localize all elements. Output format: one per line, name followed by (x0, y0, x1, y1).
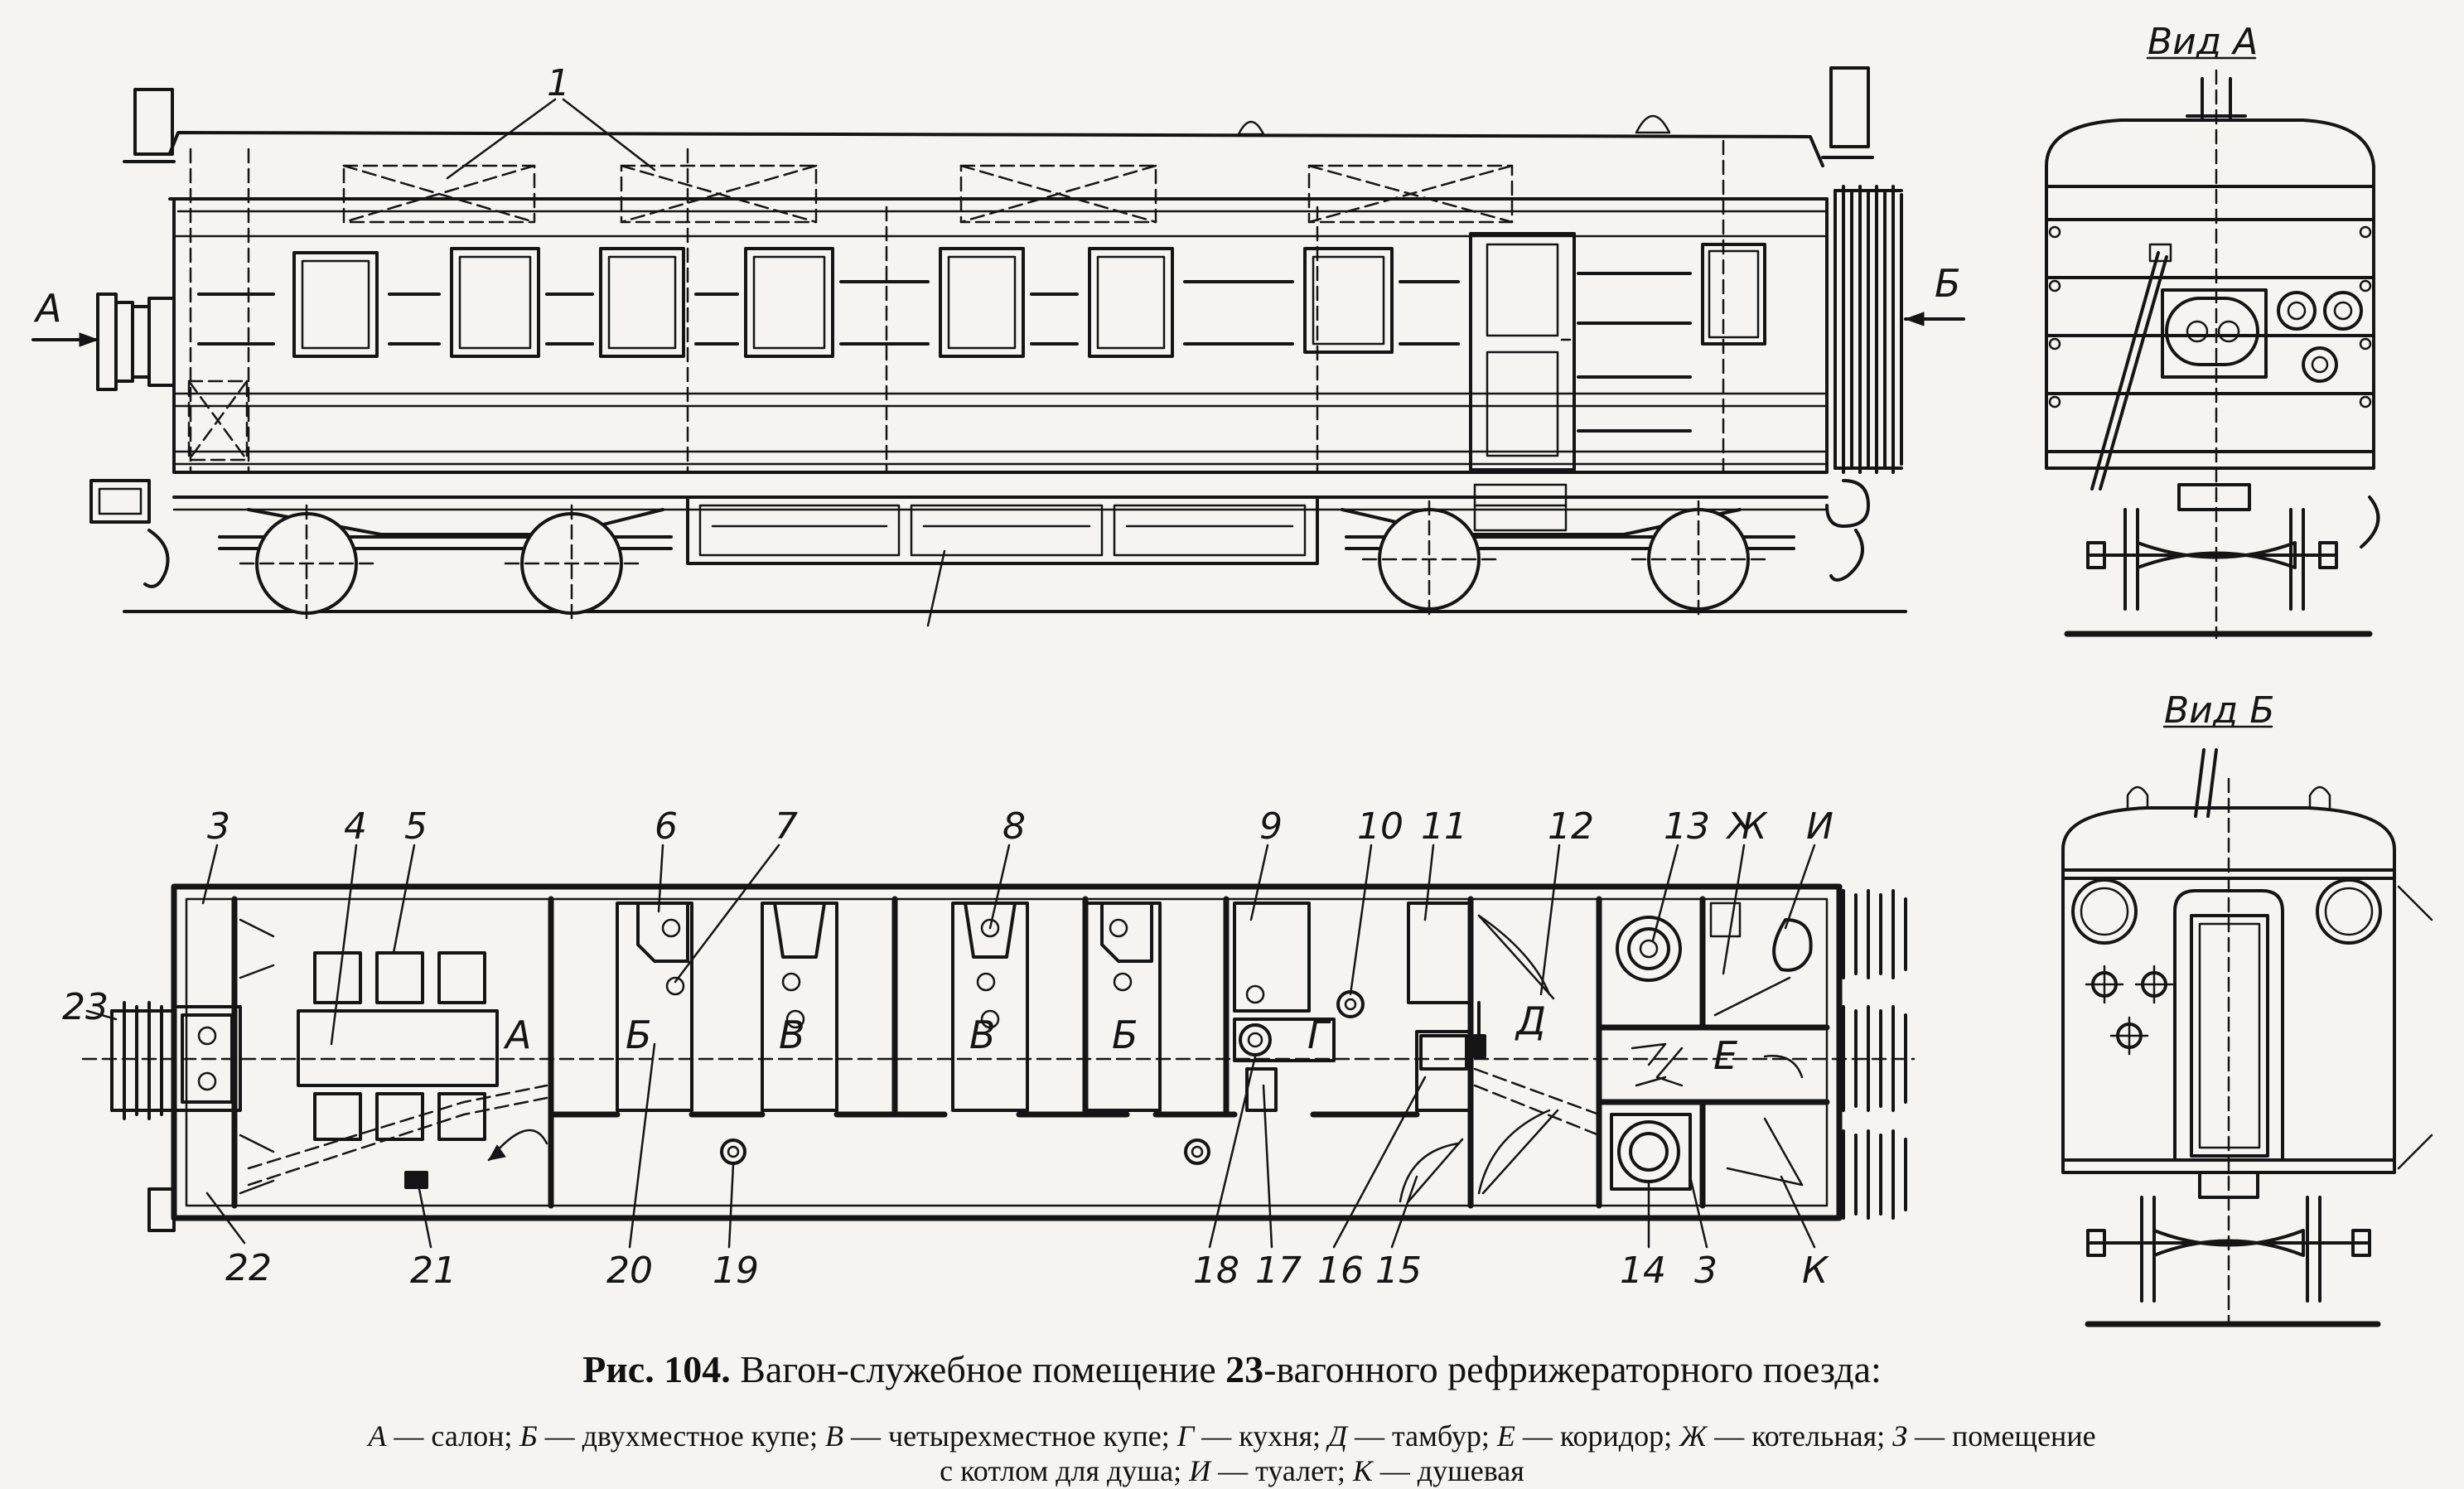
figure-number: Рис. 104. (582, 1348, 731, 1390)
caption-title-part1: Вагон-служебное помещение (740, 1348, 1216, 1390)
side-elevation: А Б 1 (31, 62, 1965, 627)
legend-key: Г (1176, 1419, 1195, 1453)
plan-number-13: 13 (1664, 805, 1710, 848)
plan-number-21: 21 (410, 1250, 457, 1292)
wheels (239, 500, 1766, 623)
arrow-b-label: Б (1935, 261, 1961, 306)
room-letter-b-1: Б (626, 1013, 652, 1057)
legend-key: Б (519, 1419, 538, 1453)
room-letter-a: А (503, 1013, 531, 1057)
plan-number-9: 9 (1259, 805, 1283, 848)
salon-furniture (297, 951, 499, 1189)
plan-number-23: 23 (62, 986, 109, 1028)
legend-line-1: А — салон; Б — двухместное купе; В — чет… (0, 1419, 2464, 1453)
legend-text: — кухня; (1201, 1419, 1321, 1453)
plan-number-17: 17 (1255, 1250, 1302, 1292)
roof-vents (342, 164, 1514, 224)
room-letter-e: Е (1713, 1033, 1737, 1078)
plan-number-7: 7 (775, 805, 798, 848)
legend-line-2: с котлом для душа; И — туалет; К — душев… (0, 1453, 2464, 1488)
legend-key: Д (1328, 1419, 1347, 1453)
room-letter-d: Д (1515, 998, 1546, 1043)
legend-text: — двухместное купе; (544, 1419, 818, 1453)
legend-text: — четырехместное купе; (850, 1419, 1170, 1453)
plan-number-14: 14 (1620, 1250, 1666, 1292)
room-letter-v-1: В (779, 1013, 805, 1057)
view-a-title: Вид А (2148, 21, 2258, 63)
floor-plan: 3 4 5 6 7 8 9 10 11 12 13 Ж И 23 22 21 2… (62, 805, 1916, 1292)
room-letter-b-2: Б (1112, 1013, 1138, 1057)
legend-text: — тамбур; (1354, 1419, 1490, 1453)
plan-number-20: 20 (606, 1250, 653, 1292)
plan-number-19: 19 (713, 1250, 759, 1292)
legend-key: А (368, 1419, 387, 1453)
room-letter-g: Г (1307, 1013, 1331, 1057)
bellows-left (96, 292, 176, 391)
plan-number-22: 22 (225, 1247, 272, 1289)
view-b-title: Вид Б (2164, 689, 2274, 732)
room-letter-v-2: В (969, 1013, 996, 1057)
legend-text: — туалет; (1218, 1454, 1346, 1487)
plan-number-16: 16 (1317, 1250, 1364, 1292)
plan-number-3-bottom: 3 (1694, 1250, 1718, 1292)
legend-text: с котлом для душа; (940, 1454, 1182, 1487)
legend-text: — салон; (394, 1419, 513, 1453)
arrow-a-label: А (33, 286, 61, 331)
plan-number-4: 4 (344, 805, 367, 848)
legend-text: — помещение (1915, 1419, 2096, 1453)
legend-key: Ж (1679, 1419, 1708, 1453)
legend-key: Е (1496, 1419, 1515, 1453)
plan-number-12: 12 (1548, 805, 1594, 848)
plan-number-3-top: 3 (207, 805, 230, 848)
legend-text: — душевая (1379, 1454, 1524, 1487)
view-a: Вид А (2045, 21, 2380, 640)
plan-number-11: 11 (1421, 805, 1467, 848)
plan-number-i: И (1806, 805, 1834, 848)
plan-bellows-right (1842, 889, 1907, 1220)
trim-strips (197, 272, 1692, 433)
plan-number-k: К (1802, 1250, 1829, 1292)
legend-key: К (1352, 1454, 1373, 1487)
legend-text: — коридор; (1522, 1419, 1673, 1453)
windows (292, 243, 1766, 358)
view-b: Вид Б (2061, 689, 2433, 1327)
caption-title-number: 23 (1225, 1348, 1264, 1390)
plan-number-6: 6 (655, 805, 678, 848)
figure-caption-legend: А — салон; Б — двухместное купе; В — чет… (0, 1419, 2464, 1488)
plan-number-10: 10 (1357, 805, 1404, 848)
legend-text: — котельная; (1714, 1419, 1886, 1453)
legend-key: И (1189, 1454, 1211, 1487)
plan-number-15: 15 (1375, 1250, 1422, 1292)
plan-number-18: 18 (1193, 1250, 1239, 1292)
legend-key: В (824, 1419, 843, 1453)
legend-key: З (1892, 1419, 1908, 1453)
caption-title-part2: -вагонного рефрижераторного поезда: (1263, 1348, 1882, 1390)
plan-number-zh: Ж (1725, 805, 1768, 848)
plan-number-5: 5 (404, 805, 428, 848)
callout-1-label: 1 (547, 62, 570, 104)
plan-number-8: 8 (1003, 805, 1026, 848)
bellows-right (1834, 185, 1903, 474)
figure-caption-title: Рис. 104. Вагон-служебное помещение 23-в… (0, 1347, 2464, 1391)
